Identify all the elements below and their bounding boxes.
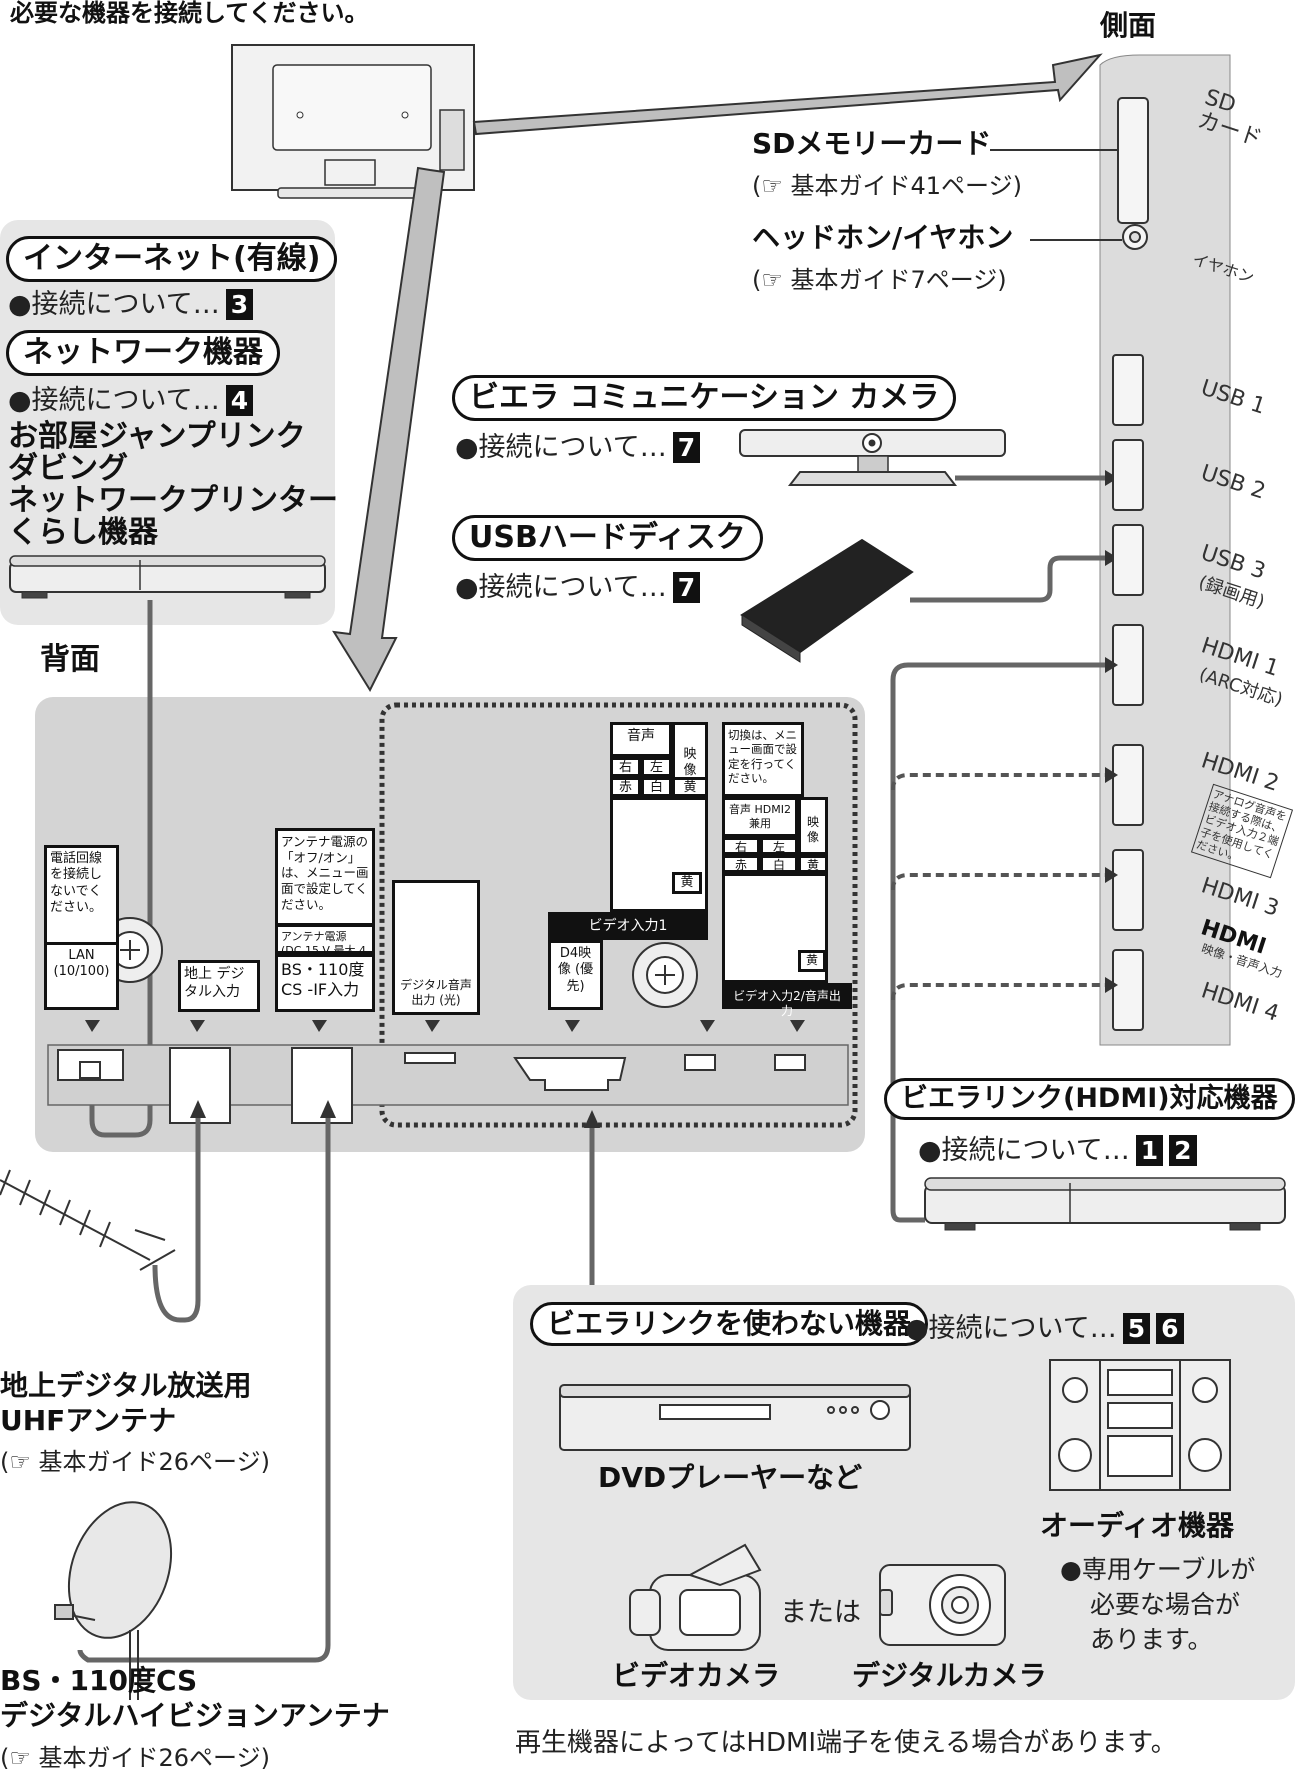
communication-camera xyxy=(739,429,1006,486)
sd-label: SDメモリーカード xyxy=(752,127,992,160)
ref-badge: 6 xyxy=(1156,1313,1184,1345)
uhf-ref: (☞ 基本ガイド26ページ) xyxy=(0,1448,270,1476)
footer-note: 再生機器によってはHDMI端子を使える場合があります。 xyxy=(515,1728,1177,1758)
network-recorder xyxy=(9,555,326,599)
side-label: 側面 xyxy=(1100,9,1157,42)
viera-link-recorder xyxy=(924,1177,1286,1231)
bs-input-label: BS・110度CS -IF入力 xyxy=(275,954,375,1012)
white-label: 白 xyxy=(641,777,672,797)
side-ports xyxy=(1112,97,1149,1031)
terrestrial-input-label: 地上 デジタル入力 xyxy=(178,960,260,1012)
tv-rear-illustration xyxy=(231,44,475,199)
top-instruction: 必要な機器を接続してください。 xyxy=(10,0,369,27)
video-input1-label: ビデオ入力1 xyxy=(548,912,708,940)
yellow2-label: 黄 xyxy=(798,855,828,873)
internet-connect: ●接続について…3 xyxy=(8,282,254,321)
usbhdd-connect: ●接続について…7 xyxy=(455,565,701,604)
switch-note: 切換は、メニュー画面で設定を行ってください。 xyxy=(722,722,804,797)
right2-label: 右 xyxy=(722,837,760,855)
audio-label: オーディオ機器 xyxy=(1040,1509,1235,1542)
dvd-label: DVDプレーヤーなど xyxy=(598,1461,863,1494)
video-camera xyxy=(629,1543,762,1651)
back-label: 背面 xyxy=(40,642,100,677)
camera-title: ビエラ コミュニケーション カメラ xyxy=(452,375,957,421)
lan-warning: 電話回線を接続しないでください。 xyxy=(44,845,119,945)
yellow-tag-2: 黄 xyxy=(798,950,826,972)
network-item-2: ダビング xyxy=(8,451,128,486)
audio-system xyxy=(1049,1359,1231,1491)
red2-label: 赤 xyxy=(722,855,760,873)
yellow-tag: 黄 xyxy=(672,872,702,894)
non-link-title: ビエラリンクを使わない機器 xyxy=(530,1302,929,1346)
sd-ref: (☞ 基本ガイド41ページ) xyxy=(752,172,1022,200)
network-item-3: ネットワークプリンター xyxy=(8,483,338,518)
lan-cable xyxy=(89,600,153,1138)
uhf-title-1: 地上デジタル放送用 xyxy=(0,1369,252,1402)
network-item-4: くらし機器 xyxy=(8,515,158,550)
d4-label: D4映像 (優先) xyxy=(548,940,603,1010)
network-connect: ●接続について…4 xyxy=(8,378,254,417)
network-item-1: お部屋ジャンプリンク xyxy=(8,419,306,454)
ref-badge: 7 xyxy=(672,432,701,464)
left-label: 左 xyxy=(641,757,672,777)
ref-badge: 7 xyxy=(672,572,701,604)
audio-hdmi2-header: 音声 HDMI2兼用 xyxy=(722,797,798,837)
ref-badge: 5 xyxy=(1122,1313,1151,1345)
uhf-title-2: UHFアンテナ xyxy=(0,1404,177,1437)
left-panel xyxy=(0,220,335,625)
optical-output-label: デジタル音声出力 (光) xyxy=(392,880,480,1015)
usb-harddisk xyxy=(740,538,914,663)
video2-header: 映像 xyxy=(798,797,828,855)
usbhdd-title: USBハードディスク xyxy=(452,515,763,561)
antenna-power-note: アンテナ電源の「オフ/オン」は、メニュー画面で設定してください。 xyxy=(275,828,375,926)
uhf-antenna xyxy=(0,1169,176,1271)
audio-header: 音声 xyxy=(610,722,672,757)
bs-title-1: BS・110度CS xyxy=(0,1664,198,1697)
lan-label: LAN (10/100) xyxy=(44,945,119,1010)
bs-dish xyxy=(54,1501,173,1700)
white2-label: 白 xyxy=(760,855,798,873)
dvd-player xyxy=(559,1384,911,1451)
camera-connect: ●接続について…7 xyxy=(455,425,701,464)
note-line-3: あります。 xyxy=(1090,1625,1213,1654)
antenna-power-spec: アンテナ電源 (DC 15 V 最大 4 W) xyxy=(275,926,375,971)
viera-link-title: ビエラリンク(HDMI)対応機器 xyxy=(884,1078,1295,1121)
note-line-1: ●専用ケーブルが xyxy=(1060,1555,1256,1584)
right-label: 右 xyxy=(610,757,641,777)
ref-badge: 3 xyxy=(225,289,254,321)
red-label: 赤 xyxy=(610,777,641,797)
yellow-label: 黄 xyxy=(672,777,708,797)
headphone-ref: (☞ 基本ガイド7ページ) xyxy=(752,266,1007,294)
note-line-2: 必要な場合が xyxy=(1090,1590,1241,1619)
digital-camera xyxy=(879,1564,1006,1646)
bs-ref: (☞ 基本ガイド26ページ) xyxy=(0,1744,270,1772)
arrow-to-side xyxy=(472,53,1103,136)
bs-title-2: デジタルハイビジョンアンテナ xyxy=(0,1699,390,1732)
network-title: ネットワーク機器 xyxy=(6,330,280,376)
internet-title: インターネット(有線) xyxy=(6,236,338,282)
ref-badge: 2 xyxy=(1169,1135,1197,1167)
videocam-label: ビデオカメラ xyxy=(612,1659,781,1692)
arrow-to-back xyxy=(332,166,446,693)
or-label: または xyxy=(780,1597,861,1628)
ref-badge: 1 xyxy=(1135,1135,1164,1167)
headphone-label: ヘッドホン/イヤホン xyxy=(752,221,1014,254)
left2-label: 左 xyxy=(760,837,798,855)
digicam-label: デジタルカメラ xyxy=(852,1659,1047,1692)
rca-cable-box xyxy=(610,797,708,912)
video-input2-label: ビデオ入力2/音声出力 xyxy=(722,983,852,1018)
ref-badge: 4 xyxy=(225,385,254,417)
